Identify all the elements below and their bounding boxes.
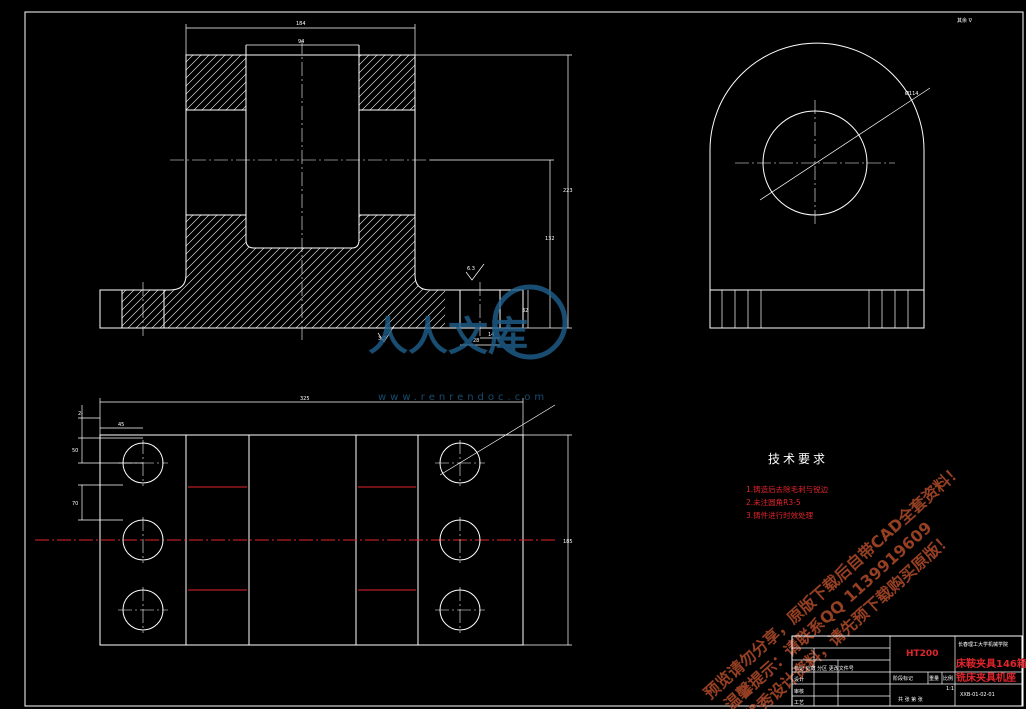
dim-edge-a: 2-: [78, 411, 83, 417]
front-view-section: 184 94 223 132 32 28 14 6.3 3.2: [99, 21, 573, 346]
technical-notes: 技术要求 1.铸造后去除毛刺与锐边 2.未注圆角R3-5 3.铸件进行时效处理: [746, 452, 829, 520]
tb-process: 工艺: [794, 700, 804, 706]
roughness-side: 6.3: [467, 266, 475, 272]
dim-base-thk: 32: [522, 308, 528, 314]
note-3: 3.铸件进行时效处理: [746, 510, 814, 520]
dim-small-b: 14: [488, 332, 494, 338]
side-outline: [709, 42, 925, 329]
hatch-upper-left: [186, 55, 246, 110]
tb-scale: 1:1: [946, 686, 954, 692]
dim-height-center: 132: [545, 236, 555, 242]
dim-hole-y: 50: [72, 448, 78, 454]
tb-drawing-no: XXB-01-02-01: [960, 692, 995, 698]
tb-institute: 长春理工大学机械学院: [958, 641, 1008, 648]
dim-height-plan: 185: [563, 539, 573, 545]
dim-hole-x: 45: [118, 422, 124, 428]
renrendoc-logo: 人人文库 www.renrendoc.com: [368, 284, 568, 403]
tb-drawing-name-2: 铣床夹具机座: [956, 671, 1016, 684]
note-2: 2.未注圆角R3-5: [746, 497, 801, 507]
tb-weight: 重量: [929, 675, 939, 682]
dim-top-width: 184: [296, 21, 306, 27]
front-slot: [245, 45, 360, 249]
hatch-body: [122, 215, 445, 328]
corner-roughness-mark: 其余 ∇: [957, 17, 973, 24]
dim-bottom-width: 325: [300, 396, 310, 402]
dim-side-dia: Ø114: [905, 90, 918, 97]
logo-url: www.renrendoc.com: [378, 392, 548, 403]
logo-text: 人人文库: [368, 314, 528, 360]
dim-pitch: 70: [72, 501, 78, 507]
dim-small-a: 28: [473, 338, 479, 344]
roughness-corner: 3.2: [378, 336, 386, 342]
tb-drawing-name: 床鞍夹具146箱: [956, 657, 1026, 670]
plan-holes: [118, 440, 485, 633]
drawing-border: [24, 11, 1024, 707]
tb-design: 设计: [794, 676, 804, 683]
tb-stage: 阶段标记: [893, 675, 913, 682]
tb-sheet: 共 张 第 张: [898, 696, 923, 703]
notes-title: 技术要求: [768, 452, 828, 466]
dim-top-inner: 94: [298, 39, 304, 45]
hatch-upper-right: [359, 55, 415, 110]
title-block: HT200 长春理工大学机械学院 床鞍夹具146箱 铣床夹具机座 XXB-01-…: [791, 635, 1026, 707]
tb-ratio: 比例: [943, 675, 953, 682]
tb-material: HT200: [906, 649, 938, 659]
plan-view: 325 45 2- 50 70 185: [35, 396, 573, 646]
note-1: 1.铸造后去除毛刺与锐边: [746, 484, 829, 494]
dim-height-overall: 223: [563, 188, 573, 194]
tb-check: 审核: [794, 688, 804, 695]
side-view: Ø114: [709, 42, 931, 329]
tb-marks: 标记 处数 分区 更改文件号: [794, 665, 854, 672]
